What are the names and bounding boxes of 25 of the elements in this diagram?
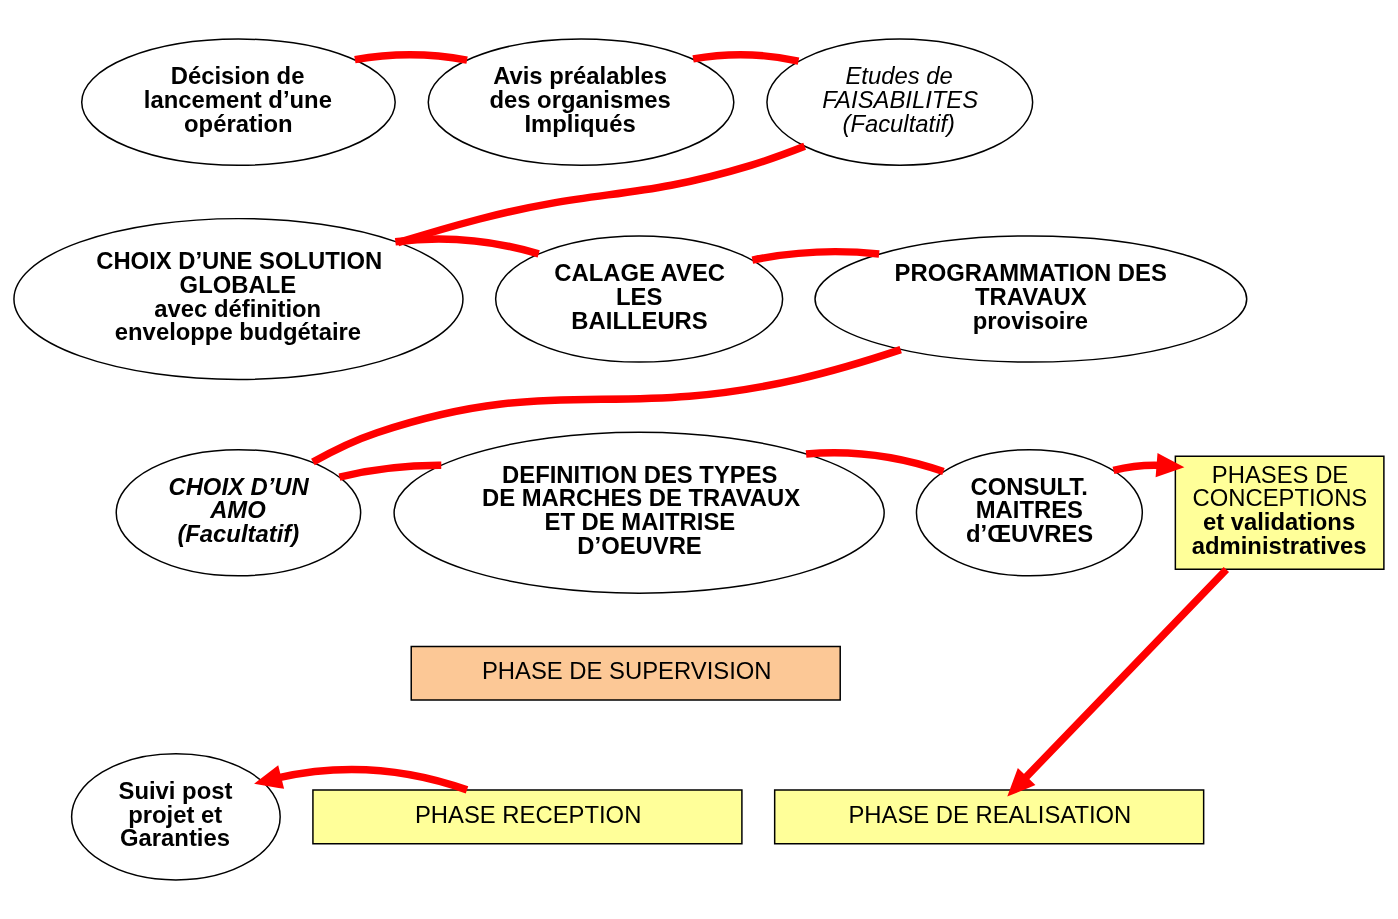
node-ellipse: CALAGE AVEC LES BAILLEURS (494, 235, 784, 363)
node-ellipse: Avis préalables des organismes Impliqués (427, 38, 735, 166)
node-box: PHASES DE CONCEPTIONS et validations administratives (1174, 455, 1385, 571)
node-ellipse: CONSULT. MAITRES d’ŒUVRES (915, 448, 1144, 577)
node-ellipse: Etudes de FAISABILITES (Facultatif) (766, 38, 1034, 166)
node-ellipse: Décision de lancement d’une opération (80, 38, 396, 166)
node-box: PHASE DE REALISATION (773, 789, 1205, 845)
node-box: PHASE DE SUPERVISION (410, 645, 841, 701)
connector (394, 235, 540, 258)
node-box: PHASE RECEPTION (312, 789, 743, 845)
arrow (1112, 453, 1185, 478)
node-ellipse: CHOIX D’UN AMO (Facultatif) (115, 448, 362, 577)
node-ellipse: Suivi post projet et Garanties (70, 753, 281, 881)
connector (338, 461, 442, 481)
node-ellipse: CHOIX D’UNE SOLUTION GLOBALE avec définition enveloppe budgétaire (13, 217, 464, 381)
connector (805, 449, 945, 476)
connector (751, 247, 880, 264)
connector (692, 51, 800, 65)
connector (311, 346, 902, 466)
connector (396, 142, 806, 247)
node-ellipse: PROGRAMMATION DES TRAVAUX provisoire (814, 235, 1248, 363)
connector (354, 51, 468, 64)
arrow (254, 765, 469, 794)
arrow (1007, 566, 1230, 797)
node-ellipse: DEFINITION DES TYPES DE MARCHES DE TRAVAUX ET DE MAITRISE D’OEUVRE (393, 431, 885, 594)
